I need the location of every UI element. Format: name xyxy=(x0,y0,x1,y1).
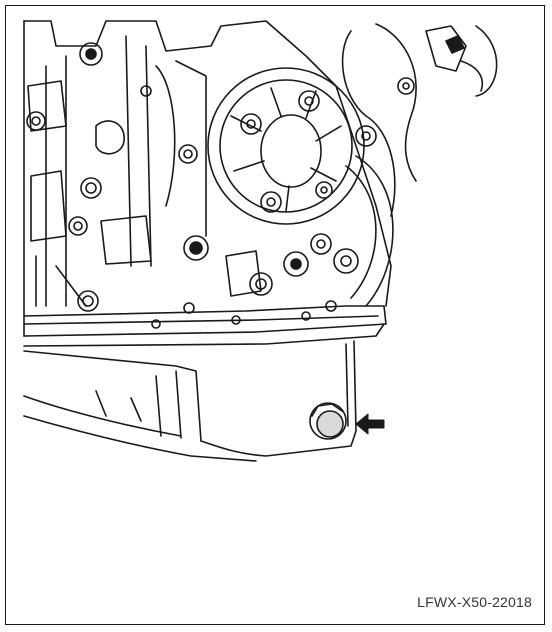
drain-plug xyxy=(309,402,347,440)
figure-code: LFWX-X50-22018 xyxy=(417,594,532,610)
engine-block xyxy=(23,20,392,337)
oil-pan-body xyxy=(23,340,357,462)
figure-frame: LFWX-X50-22018 xyxy=(5,5,545,625)
bell-housing-flange xyxy=(249,155,394,312)
block-bolts xyxy=(26,42,209,314)
round-cover-plate xyxy=(207,67,377,225)
oil-pan-flange xyxy=(23,305,387,347)
upper-right-bracket xyxy=(341,23,498,217)
drain-plug-callout-arrow xyxy=(355,413,385,435)
engine-illustration xyxy=(23,20,498,462)
